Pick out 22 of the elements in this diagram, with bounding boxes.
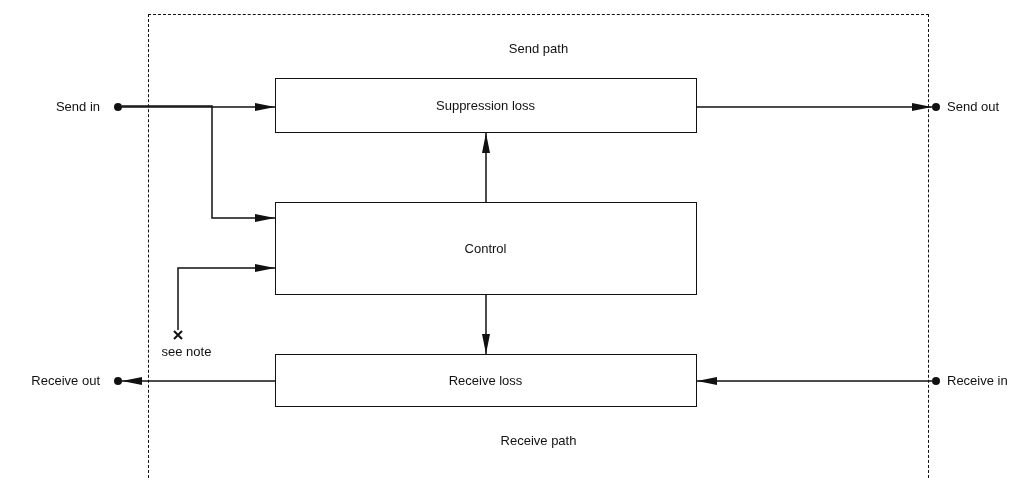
- section-label: Send path: [508, 41, 569, 56]
- dashed-boundary: [148, 14, 929, 478]
- terminal-label: Receive in: [947, 373, 1008, 388]
- box-label: Suppression loss: [436, 97, 535, 113]
- terminal-label: Send out: [947, 99, 1000, 114]
- terminal-label: Send in: [55, 99, 100, 114]
- arrow: [482, 294, 490, 355]
- section-label: Receive path: [500, 433, 577, 448]
- process-box: [274, 201, 697, 295]
- arrow: [121, 377, 276, 385]
- process-box: [274, 77, 697, 133]
- process-box: [274, 353, 697, 407]
- arrow: [177, 264, 276, 331]
- arrow: [121, 103, 276, 111]
- arrow: [482, 132, 490, 203]
- arrow: [696, 103, 933, 111]
- terminal-label: Receive out: [31, 373, 100, 388]
- box-label: Control: [464, 240, 507, 256]
- note-label: see note: [161, 343, 212, 359]
- box-label: Receive loss: [448, 372, 523, 388]
- arrow: [696, 377, 933, 385]
- arrow: [121, 105, 276, 222]
